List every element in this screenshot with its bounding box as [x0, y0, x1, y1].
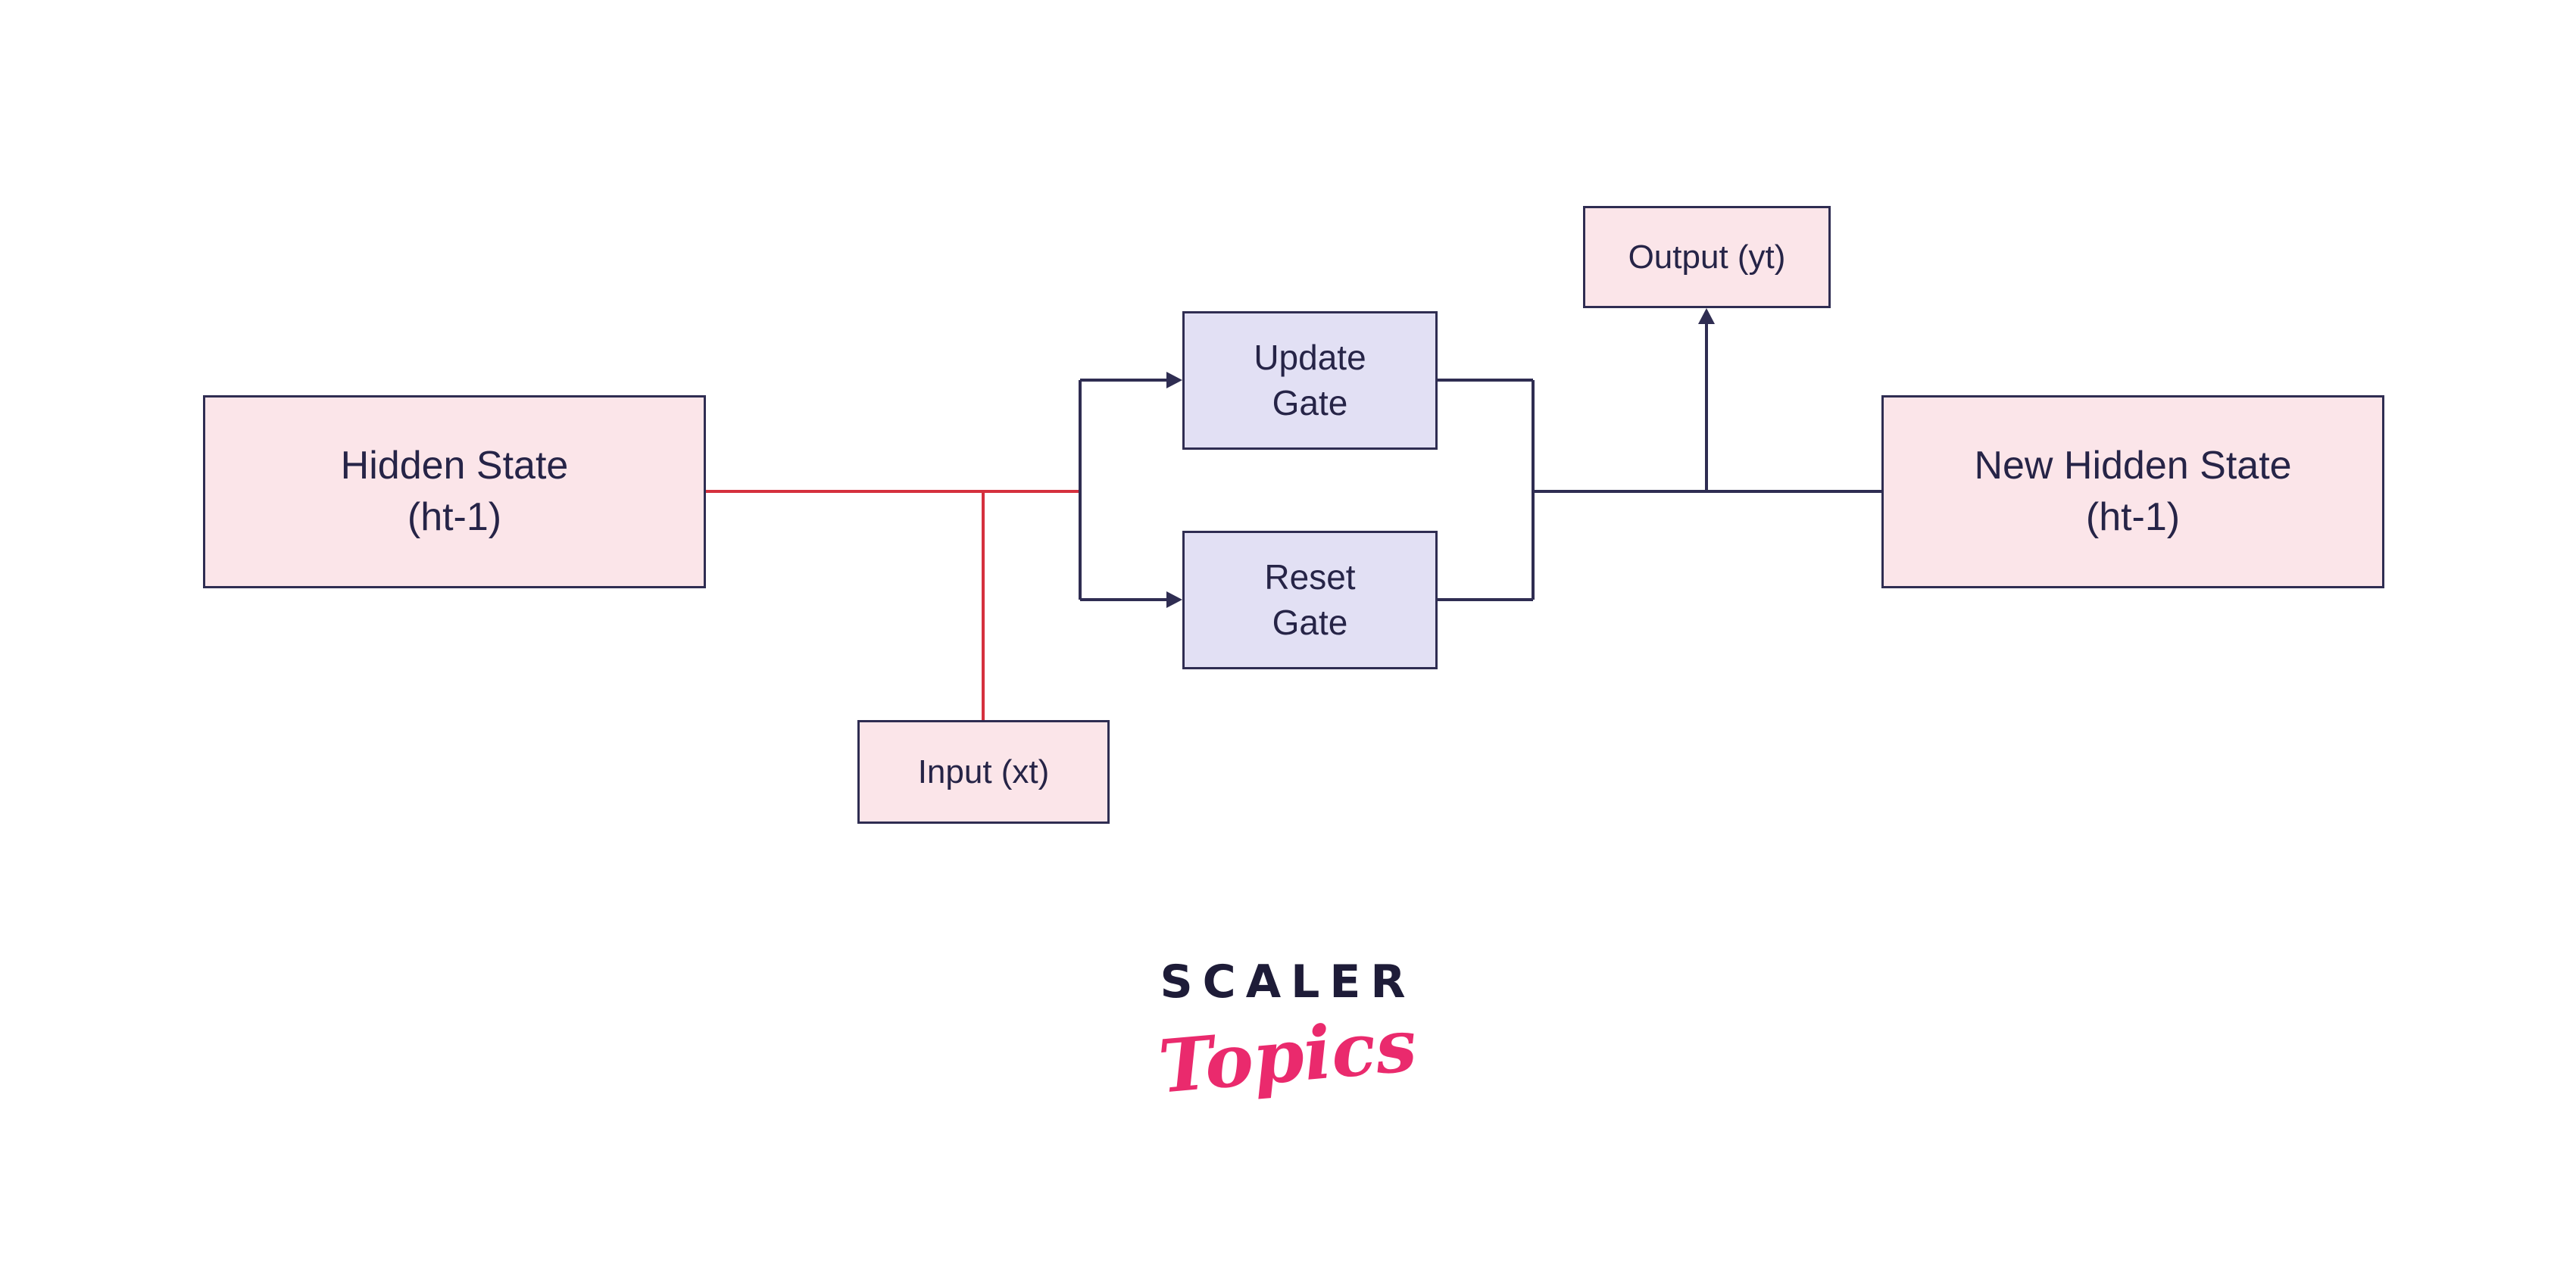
output-label: Output (yt) — [1628, 238, 1786, 276]
update-gate-node: Update Gate — [1182, 311, 1438, 450]
hidden-state-label: Hidden State (ht-1) — [340, 443, 569, 539]
topics-logo-text: Topics — [1155, 1002, 1420, 1110]
scaler-logo-text: SCALER — [1160, 956, 1416, 1009]
input-label: Input (xt) — [917, 753, 1050, 790]
reset-gate-node: Reset Gate — [1182, 531, 1438, 669]
hidden-state-node: Hidden State (ht-1) — [203, 395, 706, 588]
output-node: Output (yt) — [1583, 206, 1831, 308]
input-node: Input (xt) — [857, 720, 1110, 824]
update-gate-label: Update Gate — [1254, 337, 1366, 422]
scaler-topics-logo: SCALER Topics — [1155, 956, 1419, 1110]
new-hidden-state-label: New Hidden State (ht-1) — [1974, 443, 2292, 539]
reset-gate-label: Reset Gate — [1264, 556, 1356, 642]
new-hidden-state-node: New Hidden State (ht-1) — [1881, 395, 2384, 588]
